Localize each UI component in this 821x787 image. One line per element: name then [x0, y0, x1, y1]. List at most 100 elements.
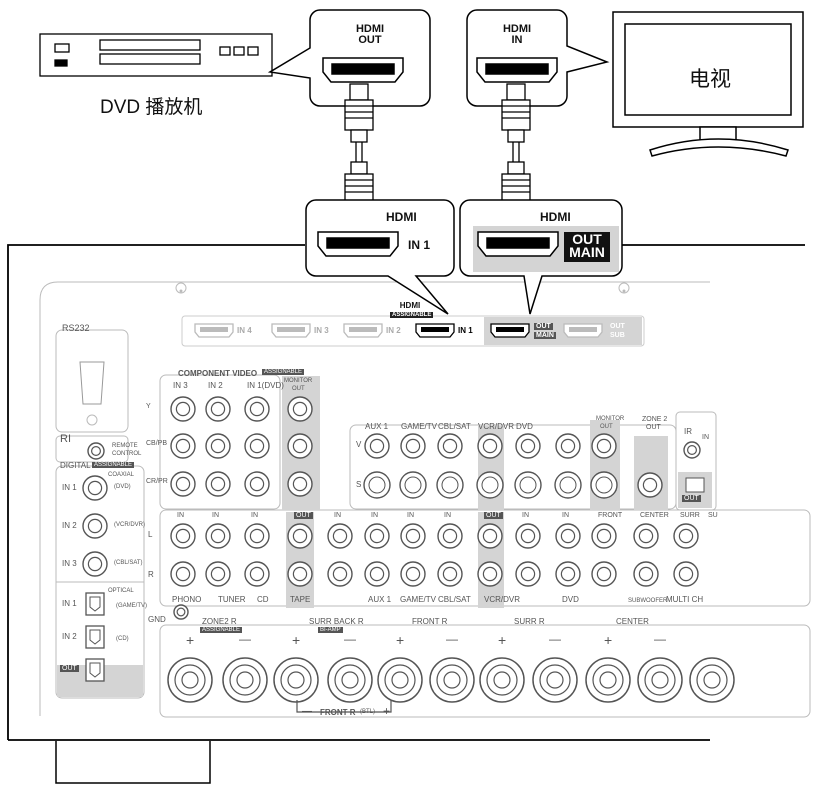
rca-jack [206, 434, 230, 458]
rca-jack [556, 562, 580, 586]
panel-hdmi-port-label: IN 1 [458, 326, 473, 335]
speaker-terminal [533, 658, 577, 702]
rca-jack [288, 524, 312, 548]
av-group-label: GAME/TV [401, 422, 437, 431]
ir-out-label: OUT [682, 495, 701, 502]
av-group-label: AUX 1 [365, 422, 388, 431]
optical-source-label: (GAME/TV) [116, 603, 147, 609]
speaker-group-label: ZONE2 R [202, 617, 237, 626]
rca-jack [88, 443, 104, 459]
rca-jack [245, 397, 269, 421]
audio-in-label: IN [444, 512, 451, 519]
rca-jack [592, 524, 616, 548]
rca-jack [634, 562, 658, 586]
rca-jack [634, 524, 658, 548]
rx-in-callout-port: IN 1 [408, 238, 430, 252]
monitor-out-label: MONITOR [596, 416, 624, 422]
gnd-label: GND [148, 615, 166, 624]
component-video-label: COMPONENT VIDEO [178, 369, 257, 378]
speaker-terminal [690, 658, 734, 702]
optical-source-label: (CD) [116, 636, 129, 642]
speaker-terminal [168, 658, 212, 702]
rca-jack [556, 434, 580, 458]
component-col-label: IN 1(DVD) [247, 381, 284, 390]
rca-jack [171, 397, 195, 421]
panel-hdmi-port-label: IN 2 [386, 326, 401, 335]
monitor-out-label: OUT [292, 386, 305, 392]
rx-in-callout-title: HDMI [386, 210, 417, 224]
panel-hdmi-port-label: IN 3 [314, 326, 329, 335]
rca-jack [174, 605, 188, 619]
remote-control-label: REMOTE [112, 443, 138, 449]
audio-in-label: SU [708, 512, 718, 519]
component-row-label: CR/PR [146, 478, 168, 485]
s-video-jack [515, 472, 541, 498]
rca-jack [206, 397, 230, 421]
rca-jack [171, 472, 195, 496]
rca-jack [478, 434, 502, 458]
monitor-out-label: OUT [600, 424, 613, 430]
coaxial-label: COAXIAL [108, 472, 134, 478]
monitor-out-label: MONITOR [284, 378, 312, 384]
rca-jack [328, 562, 352, 586]
rca-jack [171, 562, 195, 586]
dvd-player [40, 34, 272, 76]
receiver-hdmi-in-callout [306, 200, 454, 314]
audio-in-label: IN [177, 512, 184, 519]
rca-jack [171, 434, 195, 458]
tv-label: 电视 [689, 63, 731, 93]
btl-minus: — [302, 706, 312, 717]
audio-group-label: DVD [562, 595, 579, 604]
audio-group-label: TAPE [290, 595, 310, 604]
rca-jack [245, 524, 269, 548]
audio-in-label: IN [562, 512, 569, 519]
panel-hdmi-out-main-label: MAIN [534, 332, 556, 339]
btl-plus: + [383, 704, 390, 718]
panel-hdmi-port-label: IN 4 [237, 326, 252, 335]
rca-jack [478, 524, 502, 548]
rca-jack [638, 473, 662, 497]
rca-jack [288, 397, 312, 421]
digital-in-label: IN 3 [62, 559, 77, 568]
plus-sign: + [396, 632, 404, 648]
audio-in-label: FRONT [598, 512, 622, 519]
optical-in-label: IN 1 [62, 599, 77, 608]
minus-sign: — [446, 632, 458, 646]
audio-out-label: OUT [294, 512, 313, 519]
plus-sign: + [292, 632, 300, 648]
receiver-foot [56, 741, 210, 783]
video-s-label: S [356, 480, 361, 489]
speaker-group-label: CENTER [616, 617, 649, 626]
rca-jack [516, 562, 540, 586]
component-assignable-label: ASSIGNABLE [262, 369, 304, 375]
ir-in-label: IN [702, 434, 709, 441]
speaker-terminal [430, 658, 474, 702]
optical-jack [86, 593, 104, 615]
optical-out-label: OUT [60, 665, 79, 672]
rca-jack [206, 524, 230, 548]
panel-hdmi-out-port [491, 324, 529, 337]
digital-assignable-label: ASSIGNABLE [92, 462, 134, 468]
audio-group-label: CD [257, 595, 269, 604]
speaker-terminal [638, 658, 682, 702]
panel-hdmi-out-sub-label: OUT [610, 323, 625, 330]
rca-jack [401, 524, 425, 548]
panel-hdmi-out-port [564, 324, 602, 337]
ir-label: IR [684, 427, 692, 436]
panel-hdmi-out-sub-label: SUB [610, 332, 625, 339]
audio-group-label: TUNER [218, 595, 246, 604]
rca-jack [592, 434, 616, 458]
rca-jack [438, 562, 462, 586]
panel-hdmi-port [344, 324, 382, 337]
panel-hdmi-out-main-label: OUT [534, 323, 553, 330]
zone2-out-label: OUT [646, 424, 661, 431]
rca-jack [83, 476, 107, 500]
video-v-label: V [356, 440, 361, 449]
panel-hdmi-port [416, 324, 454, 337]
rca-jack [83, 552, 107, 576]
av-group-label: DVD [516, 422, 533, 431]
